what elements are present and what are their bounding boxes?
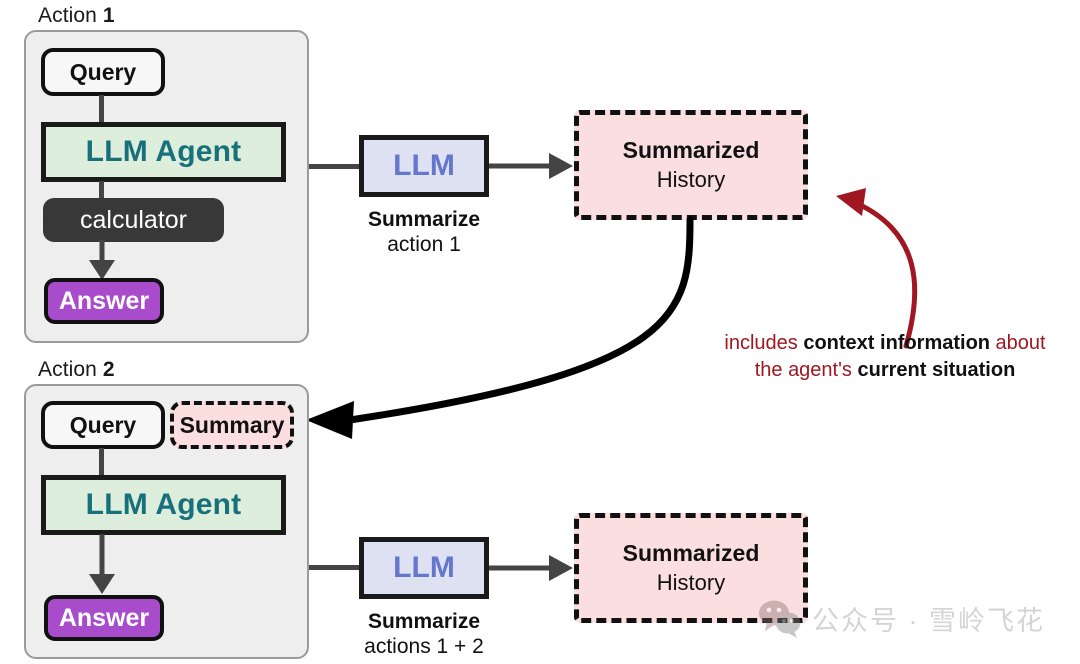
action2-label-number: 2: [102, 358, 115, 381]
action1-label-prefix: Action: [38, 4, 103, 27]
context-annotation-arrow: [836, 188, 918, 349]
context-annotation-line2: the agent's current situation: [700, 357, 1070, 384]
action2-summarize-caption: Summarize actions 1 + 2: [334, 610, 514, 660]
action2-llm-to-history-arrow: [489, 555, 573, 581]
action1-query-box[interactable]: Query: [41, 48, 165, 96]
action2-llm-label: LLM: [393, 551, 455, 584]
action1-llm-to-history-arrow: [489, 153, 573, 179]
action2-llm-box[interactable]: LLM: [359, 537, 489, 599]
annotation-l2-a: the agent's: [754, 359, 858, 381]
action1-answer-box[interactable]: Answer: [44, 278, 164, 324]
action2-query-label: Query: [69, 411, 137, 438]
action2-label: Action 2: [38, 358, 115, 382]
action1-summarized-history-box[interactable]: Summarized History: [574, 110, 808, 220]
action1-summarize-caption: Summarize action 1: [334, 208, 514, 258]
annotation-l1-b: context information: [803, 332, 990, 354]
action2-answer-box[interactable]: Answer: [44, 595, 164, 641]
action1-history-line2: History: [656, 166, 726, 192]
action1-label-number: 1: [102, 4, 115, 27]
action1-query-label: Query: [69, 58, 137, 85]
action2-summarize-caption-top: Summarize: [367, 610, 481, 633]
action1-agent-label: LLM Agent: [85, 135, 242, 168]
action2-agent-to-llm-connector: [309, 565, 363, 570]
action1-query-to-agent-connector: [99, 95, 104, 123]
annotation-l2-b: current situation: [857, 359, 1016, 381]
action1-history-line1: Summarized: [622, 136, 760, 163]
history-to-summary-feedback-arrow: [306, 216, 694, 439]
action2-summarized-history-box[interactable]: Summarized History: [574, 513, 808, 623]
action1-agent-to-llm-connector: [309, 164, 363, 169]
action2-history-line1: Summarized: [622, 539, 760, 566]
action1-tool-box[interactable]: calculator: [43, 198, 224, 242]
action1-agent-to-tool-connector: [99, 181, 104, 201]
annotation-l1-a: includes: [724, 332, 804, 354]
action2-label-prefix: Action: [38, 358, 103, 381]
action1-summarize-caption-top: Summarize: [367, 208, 481, 231]
action1-summarize-caption-bottom: action 1: [387, 232, 461, 256]
context-annotation-line1: includes context information about: [700, 330, 1070, 357]
action2-summary-label: Summary: [179, 411, 285, 438]
annotation-l1-c: about: [990, 332, 1046, 354]
action2-agent-to-answer-arrow: [89, 534, 115, 594]
action1-llm-box[interactable]: LLM: [359, 135, 489, 197]
action2-agent-box[interactable]: LLM Agent: [41, 475, 286, 535]
action1-tool-to-answer-arrow: [89, 240, 115, 280]
action2-history-line2: History: [656, 569, 726, 595]
action1-llm-label: LLM: [393, 149, 455, 182]
action1-answer-label: Answer: [58, 286, 150, 315]
action1-agent-box[interactable]: LLM Agent: [41, 122, 286, 182]
action2-summary-box[interactable]: Summary: [170, 401, 294, 449]
action1-label: Action 1: [38, 4, 115, 28]
action2-summarize-caption-bottom: actions 1 + 2: [364, 634, 484, 658]
context-annotation-text: includes context information about the a…: [700, 330, 1070, 384]
watermark-text: 公众号 · 雪岭飞花: [812, 605, 1045, 636]
action2-query-box[interactable]: Query: [41, 401, 165, 449]
action2-answer-label: Answer: [58, 603, 150, 632]
action2-query-to-agent-connector: [99, 448, 104, 476]
action1-tool-label: calculator: [80, 205, 187, 234]
action2-agent-label: LLM Agent: [85, 488, 242, 521]
